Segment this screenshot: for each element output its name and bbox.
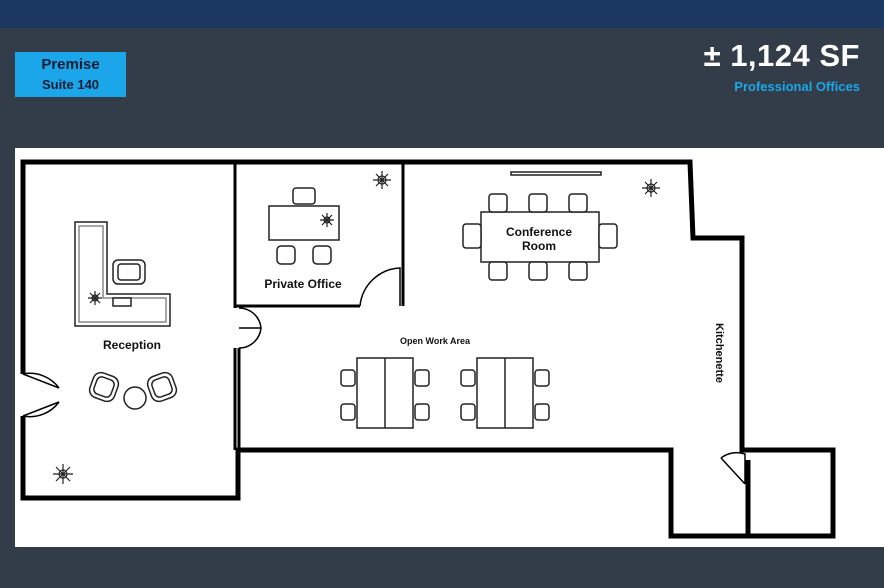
label-open-work-area: Open Work Area [400, 336, 471, 346]
top-bar [0, 0, 884, 28]
label-conference-line2: Room [522, 239, 556, 253]
lounge-chairs [88, 371, 178, 410]
label-reception: Reception [103, 338, 161, 352]
badge-suite: Suite 140 [41, 77, 100, 92]
label-private-office: Private Office [264, 277, 342, 291]
private-office-desk [268, 187, 340, 265]
space-type: Professional Offices [734, 79, 860, 94]
square-footage: ± 1,124 SF [703, 38, 860, 73]
floor-plan: Private Office Conference Room Open Work… [15, 148, 884, 547]
doors [22, 267, 746, 485]
plant-icons [53, 171, 660, 484]
interior-walls [233, 162, 405, 450]
label-kitchenette: Kitchenette [713, 323, 725, 383]
workstations [340, 357, 550, 429]
label-conference-line1: Conference [506, 225, 572, 239]
reception-desk [74, 221, 171, 327]
conference-table [462, 171, 618, 281]
premise-badge: Premise Suite 140 [15, 52, 126, 97]
badge-title: Premise [41, 56, 100, 73]
floor-plan-drawing: Private Office Conference Room Open Work… [20, 159, 836, 539]
